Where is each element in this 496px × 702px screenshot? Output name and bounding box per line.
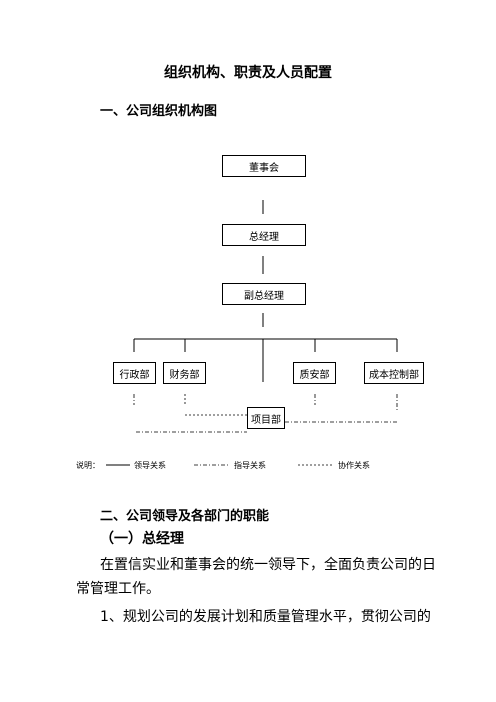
legend-prefix: 说明： xyxy=(76,461,100,470)
org-box-general-manager: 总经理 xyxy=(222,224,306,246)
org-box-deputy-manager: 副总经理 xyxy=(222,283,306,305)
subheading-general-manager: （一）总经理 xyxy=(100,531,184,547)
org-box-admin-dept: 行政部 xyxy=(113,362,156,384)
paragraph-line: 1、规划公司的发展计划和质量管理水平，贯彻公司的 xyxy=(100,609,431,625)
paragraph-line: 在置信实业和董事会的统一领导下，全面负责公司的日 xyxy=(100,557,436,573)
org-box-project-dept: 项目部 xyxy=(247,407,285,429)
legend-lead-label: 领导关系 xyxy=(134,461,166,470)
legend-coop-label: 协作关系 xyxy=(338,461,370,470)
legend-guide-label: 指导关系 xyxy=(234,461,266,470)
section-heading-functions: 二、公司领导及各部门的职能 xyxy=(100,509,270,524)
org-box-board: 董事会 xyxy=(222,155,306,177)
org-box-finance-dept: 财务部 xyxy=(163,362,206,384)
section-heading-org-chart: 一、公司组织机构图 xyxy=(100,104,218,119)
document-title: 组织机构、职责及人员配置 xyxy=(164,65,332,81)
paragraph-line: 常管理工作。 xyxy=(76,581,160,597)
org-box-cost-control-dept: 成本控制部 xyxy=(364,362,424,384)
org-box-quality-safety-dept: 质安部 xyxy=(293,362,336,384)
